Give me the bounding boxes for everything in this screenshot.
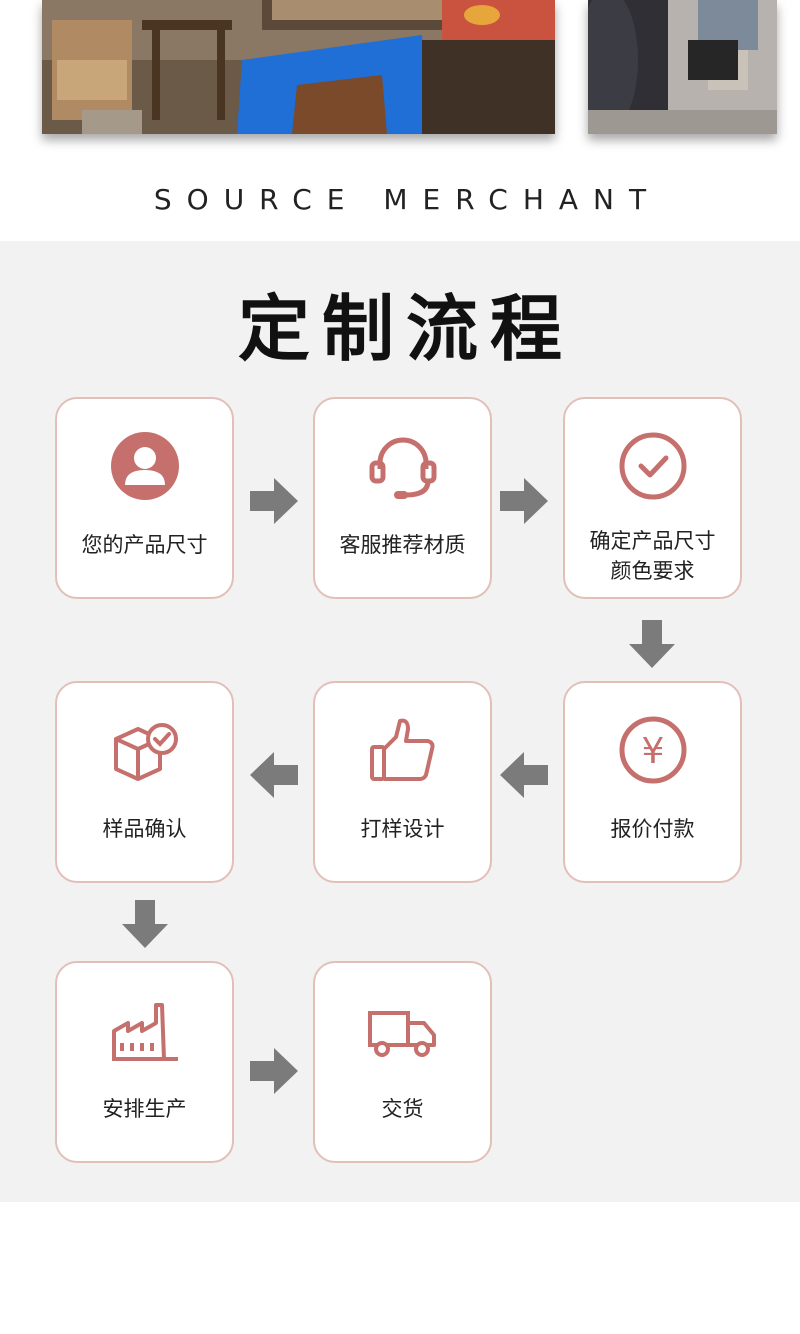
step-card-6: 样品确认	[55, 681, 234, 883]
factory-icon	[111, 1003, 178, 1061]
arrow-down-icon	[629, 620, 675, 668]
workshop-photo-right	[588, 0, 777, 134]
step-card-3: 确定产品尺寸 颜色要求	[563, 397, 742, 599]
check-circle-icon	[619, 432, 686, 500]
step-label-line2: 颜色要求	[610, 559, 695, 583]
arrow-right-icon	[500, 478, 548, 524]
step-label: 客服推荐材质	[339, 533, 466, 557]
step-label: 交货	[381, 1097, 424, 1121]
svg-text:¥: ¥	[641, 731, 664, 772]
workshop-photo-left	[42, 0, 555, 134]
step-label: 报价付款	[610, 817, 695, 841]
arrow-right-icon	[250, 478, 298, 524]
headset-icon	[369, 437, 436, 499]
step-card-5: 打样设计	[313, 681, 492, 883]
step-label-line1: 确定产品尺寸	[589, 529, 716, 553]
step-card-7: 安排生产	[55, 961, 234, 1163]
brand-line: SOURCE MERCHANT	[153, 183, 662, 216]
step-card-2: 客服推荐材质	[313, 397, 492, 599]
arrow-right-icon	[250, 1048, 298, 1094]
step-label: 您的产品尺寸	[81, 533, 208, 557]
box-check-icon	[113, 723, 178, 781]
step-label: 样品确认	[102, 817, 187, 841]
arrow-down-icon	[122, 900, 168, 948]
arrow-left-icon	[500, 752, 548, 798]
yen-icon: ¥	[619, 716, 686, 784]
truck-icon	[367, 1011, 436, 1057]
step-label: 安排生产	[102, 1097, 187, 1121]
user-icon	[110, 432, 179, 500]
section-title: 定制流程	[237, 287, 574, 371]
step-card-4: ¥ 报价付款	[563, 681, 742, 883]
step-label: 打样设计	[360, 817, 445, 841]
step-card-8: 交货	[313, 961, 492, 1163]
step-card-1: 您的产品尺寸	[55, 397, 234, 599]
thumbs-up-icon	[369, 718, 434, 781]
arrow-left-icon	[250, 752, 298, 798]
